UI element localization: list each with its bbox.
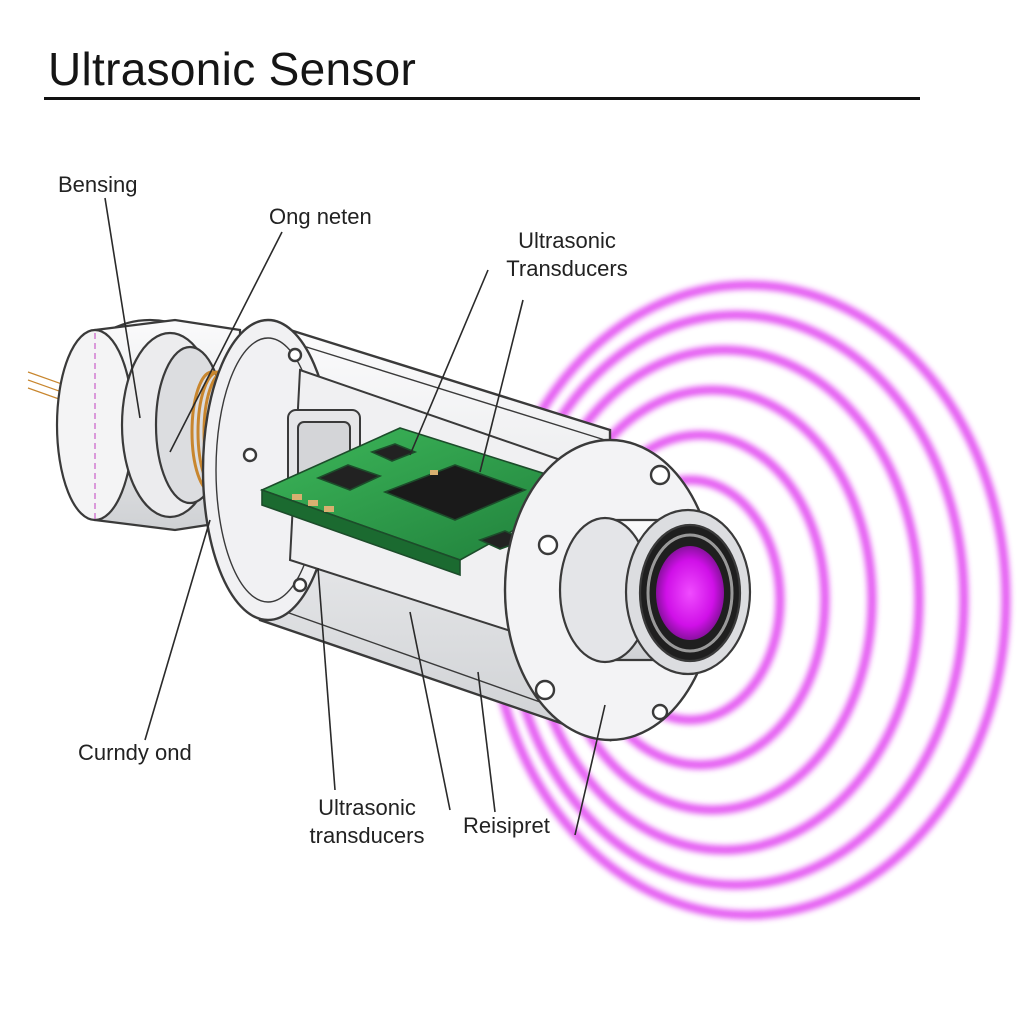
label-curndy-ond: Curndy ond	[78, 740, 192, 765]
leader-lines	[104, 197, 606, 836]
label-ultrasonic-transducers-bottom: Ultrasonic transducers	[286, 794, 448, 850]
label-bensing: Bensing	[58, 172, 138, 197]
label-ultrasonic-transducers-bottom-line1: Ultrasonic	[318, 795, 416, 820]
circuit-board	[259, 427, 593, 577]
label-ultrasonic-transducers-top-line1: Ultrasonic	[518, 228, 616, 253]
emitter-head	[558, 508, 752, 676]
label-reisipret: Reisipret	[463, 813, 550, 838]
label-ultrasonic-transducers-top: Ultrasonic Transducers	[478, 227, 656, 283]
label-ultrasonic-transducers-top-line2: Transducers	[506, 256, 628, 281]
label-ultrasonic-transducers-bottom-line2: transducers	[309, 823, 425, 848]
diagram-title: Ultrasonic Sensor	[48, 43, 417, 95]
label-ong-neten: Ong neten	[269, 204, 372, 229]
title-underline	[44, 97, 920, 100]
